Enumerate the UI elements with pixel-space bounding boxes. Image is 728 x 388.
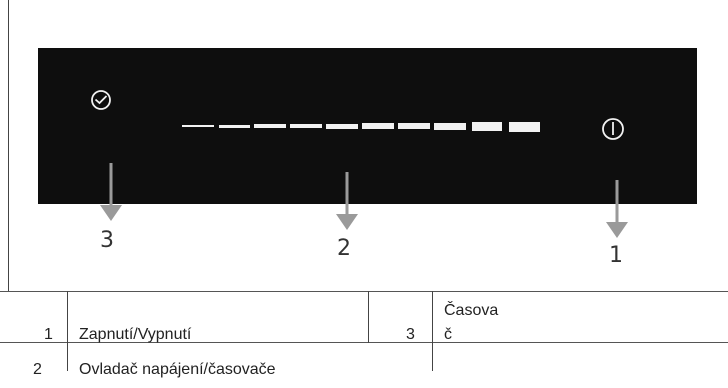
callout-2: 2 [337, 236, 351, 261]
callout-arrow-2 [336, 172, 358, 230]
table-cell-num-3: 3 [406, 326, 415, 343]
table-col-line-1 [67, 291, 68, 371]
left-margin-line [8, 0, 9, 292]
slider-segment-10 [509, 122, 540, 132]
slider-segment-3 [254, 124, 286, 128]
slider-segment-6 [362, 123, 394, 129]
table-col-line-2 [368, 291, 369, 343]
slider-bars [0, 120, 728, 140]
callout-arrow-1 [606, 180, 628, 238]
table-top-border [0, 291, 728, 292]
callout-arrow-3 [100, 163, 122, 221]
slider-segment-7 [398, 123, 430, 129]
slider-segment-4 [290, 124, 322, 128]
table-row-divider [0, 342, 728, 343]
slider-segment-2 [219, 125, 250, 128]
slider-segment-9 [472, 122, 502, 131]
table-col-line-3 [432, 291, 433, 371]
table-cell-text-3-line2: č [444, 326, 452, 343]
table-cell-num-1: 1 [44, 326, 53, 343]
table-cell-num-2: 2 [33, 361, 42, 378]
table-cell-text-1: Zapnutí/Vypnutí [79, 326, 192, 343]
callout-1: 1 [609, 243, 623, 268]
slider-segment-1 [182, 125, 214, 127]
table-cell-text-3-line1: Časova [444, 302, 499, 319]
power-icon [602, 118, 624, 140]
table-cell-text-2: Ovladač napájení/časovače [79, 361, 276, 378]
clock-icon [91, 90, 111, 110]
slider-segment-8 [434, 123, 466, 130]
callout-3: 3 [100, 228, 114, 253]
slider-segment-5 [326, 124, 358, 129]
